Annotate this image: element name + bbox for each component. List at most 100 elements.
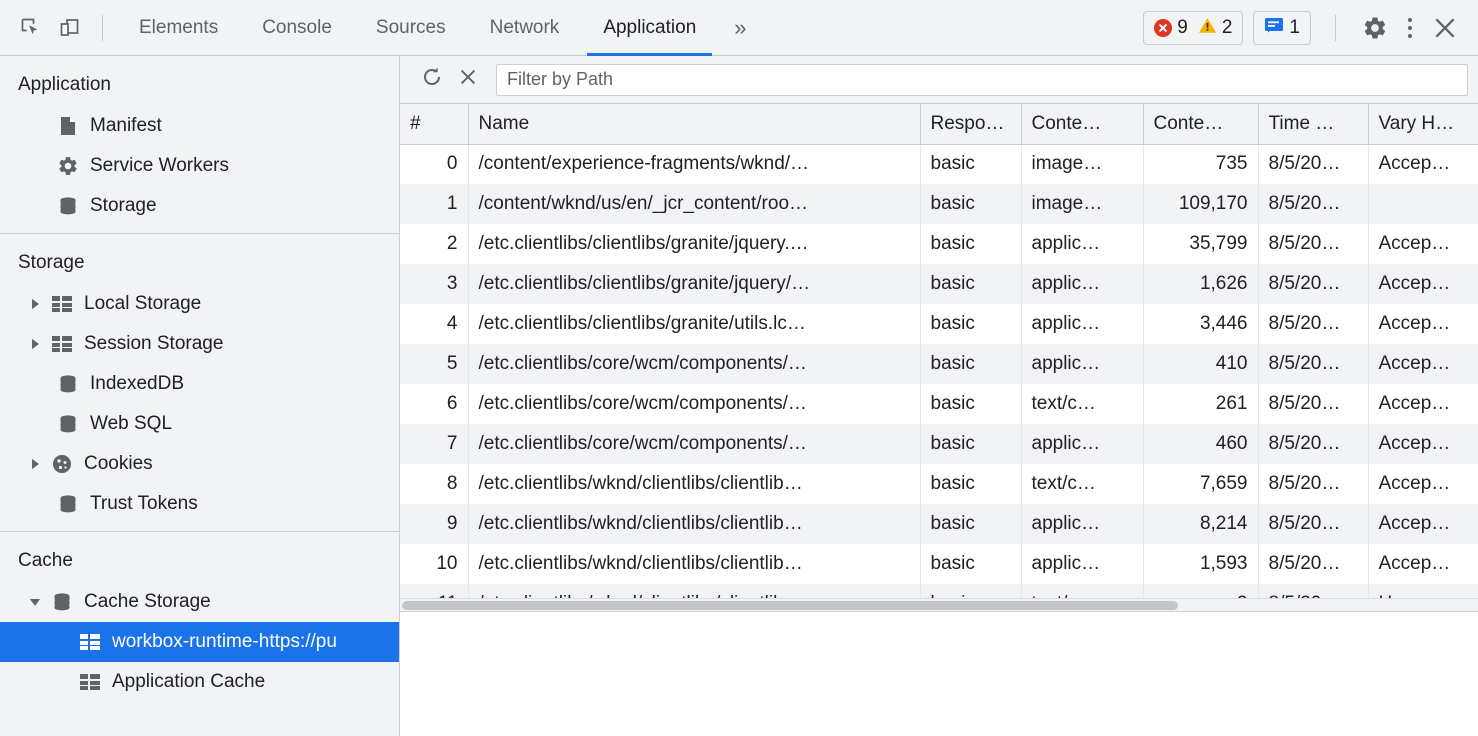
refresh-icon <box>420 65 444 94</box>
cell-index: 1 <box>400 184 469 224</box>
column-header-time-cached[interactable]: Time … <box>1258 104 1369 145</box>
tab-sources[interactable]: Sources <box>354 0 468 56</box>
cell-content-type: applic… <box>1021 544 1144 584</box>
cell-name: /content/wknd/us/en/_jcr_content/roo… <box>468 184 921 224</box>
tab-elements[interactable]: Elements <box>117 0 240 56</box>
message-count: 1 <box>1289 16 1300 38</box>
cell-vary-header: Accep… <box>1378 433 1451 454</box>
cell-content-length: 8,214 <box>1143 504 1259 544</box>
cell-name: /etc.clientlibs/core/wcm/components/… <box>468 384 921 424</box>
cell-content-type: applic… <box>1021 304 1144 344</box>
cell-content-length: 1,593 <box>1143 544 1259 584</box>
column-header-response-type[interactable]: Respo… <box>920 104 1022 145</box>
cell-time-cached: 8/5/20… <box>1258 544 1369 584</box>
sidebar-item-local-storage[interactable]: Local Storage <box>0 284 399 324</box>
message-counter[interactable]: 1 <box>1264 16 1300 40</box>
gear-icon <box>56 154 80 178</box>
table-row[interactable]: 4/etc.clientlibs/clientlibs/granite/util… <box>400 304 1478 344</box>
column-header-index[interactable]: # <box>400 104 469 145</box>
chevron-double-right-icon: » <box>734 14 747 40</box>
sidebar-item-cookies[interactable]: Cookies <box>0 444 399 484</box>
column-header-content-length[interactable]: Conte… <box>1143 104 1259 145</box>
cell-content-type: applic… <box>1021 264 1144 304</box>
table-row[interactable]: 5/etc.clientlibs/core/wcm/components/…ba… <box>400 344 1478 384</box>
table-row[interactable]: 3/etc.clientlibs/clientlibs/granite/jque… <box>400 264 1478 304</box>
cell-index: 8 <box>400 464 469 504</box>
issues-counter-group[interactable]: 9 2 <box>1143 10 1244 45</box>
column-header-vary-header[interactable]: Vary H… <box>1368 104 1478 145</box>
sidebar-item-manifest[interactable]: Manifest <box>0 106 399 146</box>
more-options-button[interactable] <box>1394 17 1426 38</box>
cell-response-type: basic <box>920 424 1022 464</box>
sidebar-item-indexeddb[interactable]: IndexedDB <box>0 364 399 404</box>
cell-vary-header: Accep… <box>1378 553 1451 574</box>
warning-counter[interactable]: 2 <box>1198 16 1232 40</box>
table-row[interactable]: 8/etc.clientlibs/wknd/clientlibs/clientl… <box>400 464 1478 504</box>
tab-network[interactable]: Network <box>468 0 582 56</box>
sidebar-item-label: Trust Tokens <box>90 493 198 514</box>
database-icon <box>56 412 80 436</box>
table-row[interactable]: 0/content/experience-fragments/wknd/…bas… <box>400 144 1478 184</box>
close-devtools-button[interactable] <box>1426 9 1464 47</box>
sidebar-item-workbox-runtime-https-pu[interactable]: workbox-runtime-https://pu <box>0 622 399 662</box>
cell-content-type: image… <box>1021 144 1144 184</box>
cell-vary-header: Accep… <box>1378 233 1451 254</box>
inspect-element-button[interactable] <box>12 9 50 47</box>
more-tabs-button[interactable]: » <box>718 0 762 56</box>
sidebar-item-cache-storage[interactable]: Cache Storage <box>0 582 399 622</box>
table-row[interactable]: 10/etc.clientlibs/wknd/clientlibs/client… <box>400 544 1478 584</box>
sidebar-item-label: Local Storage <box>84 293 202 314</box>
table-grid-icon <box>50 332 74 356</box>
settings-button[interactable] <box>1356 9 1394 47</box>
cell-response-type: basic <box>920 464 1022 504</box>
scrollbar-thumb[interactable] <box>402 601 1179 610</box>
refresh-cache-button[interactable] <box>414 62 450 98</box>
horizontal-scrollbar[interactable] <box>400 598 1478 611</box>
cell-time-cached: 8/5/20… <box>1258 224 1369 264</box>
chevron-right-icon[interactable] <box>26 335 44 353</box>
tab-console[interactable]: Console <box>240 0 354 56</box>
cell-response-type: basic <box>920 384 1022 424</box>
sidebar-item-storage[interactable]: Storage <box>0 186 399 226</box>
cell-content-type: applic… <box>1021 224 1144 264</box>
error-circle-icon <box>1154 18 1173 37</box>
error-counter[interactable]: 9 <box>1154 17 1188 39</box>
chevron-right-icon[interactable] <box>26 295 44 313</box>
cell-content-type: applic… <box>1021 504 1144 544</box>
cell-content-length: 261 <box>1143 384 1259 424</box>
chevron-down-icon[interactable] <box>26 593 44 611</box>
cell-name: /etc.clientlibs/core/wcm/components/… <box>468 424 921 464</box>
tab-application-label: Application <box>603 16 697 38</box>
table-row[interactable]: 6/etc.clientlibs/core/wcm/components/…ba… <box>400 384 1478 424</box>
issues-message-group[interactable]: 1 <box>1253 10 1311 45</box>
cell-vary-header: Accep… <box>1378 513 1451 534</box>
cell-response-type: basic <box>920 264 1022 304</box>
table-row[interactable]: 9/etc.clientlibs/wknd/clientlibs/clientl… <box>400 504 1478 544</box>
table-row[interactable]: 1/content/wknd/us/en/_jcr_content/roo…ba… <box>400 184 1478 224</box>
sidebar-item-session-storage[interactable]: Session Storage <box>0 324 399 364</box>
sidebar-item-service-workers[interactable]: Service Workers <box>0 146 399 186</box>
cell-index: 3 <box>400 264 469 304</box>
column-header-name[interactable]: Name <box>468 104 921 145</box>
warning-triangle-icon <box>1198 16 1217 40</box>
kebab-dot-1 <box>1408 17 1412 22</box>
delete-cache-entry-button[interactable] <box>450 62 486 98</box>
sidebar-item-label: Cache Storage <box>84 591 211 612</box>
cache-filter-toolbar <box>400 56 1478 104</box>
close-icon <box>1432 15 1458 41</box>
device-toolbar-button[interactable] <box>50 9 88 47</box>
sidebar-item-label: workbox-runtime-https://pu <box>112 631 337 652</box>
filter-by-path-input[interactable] <box>496 63 1468 96</box>
cell-response-type: basic <box>920 304 1022 344</box>
tab-application[interactable]: Application <box>581 0 718 56</box>
table-row[interactable]: 7/etc.clientlibs/core/wcm/components/…ba… <box>400 424 1478 464</box>
column-header-content-type[interactable]: Conte… <box>1021 104 1144 145</box>
sidebar-item-application-cache[interactable]: Application Cache <box>0 662 399 702</box>
cell-content-length: 109,170 <box>1143 184 1259 224</box>
sidebar-item-web-sql[interactable]: Web SQL <box>0 404 399 444</box>
cell-content-type: applic… <box>1021 344 1144 384</box>
sidebar-item-trust-tokens[interactable]: Trust Tokens <box>0 484 399 524</box>
table-row[interactable]: 2/etc.clientlibs/clientlibs/granite/jque… <box>400 224 1478 264</box>
chevron-right-icon[interactable] <box>26 455 44 473</box>
